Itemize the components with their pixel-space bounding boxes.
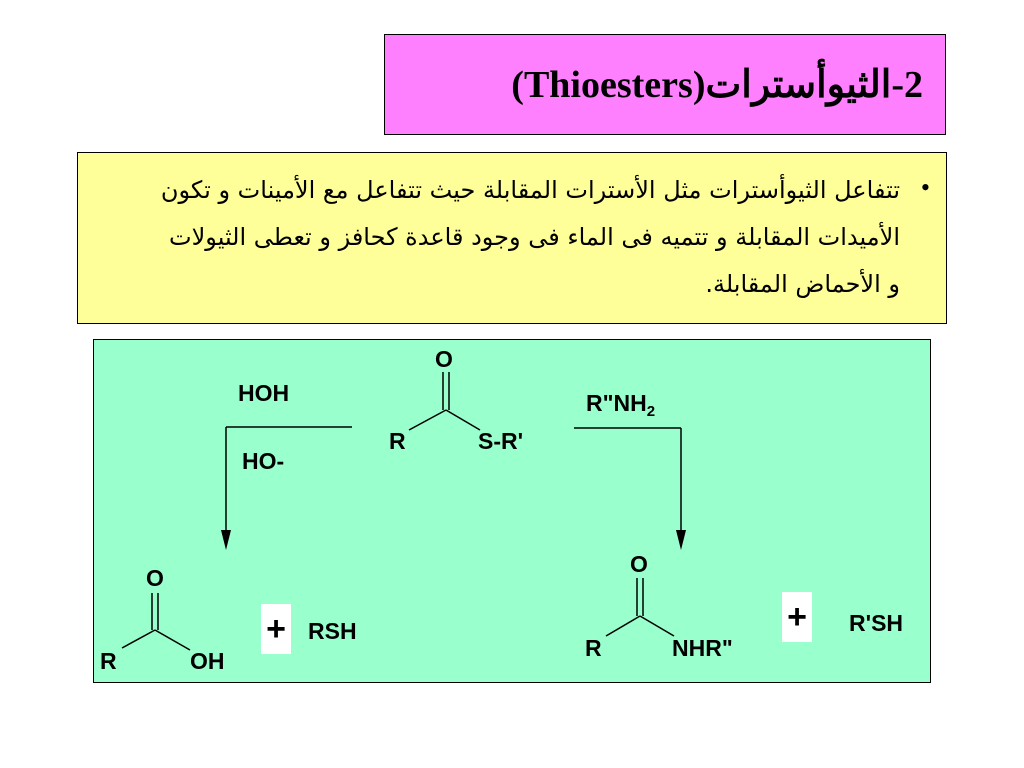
acid-oh-bond	[154, 629, 191, 651]
amide-plus-sign: +	[782, 592, 812, 642]
slide-title: 2-الثيوأسترات(Thioesters)	[511, 64, 923, 106]
amide-r-bond	[605, 615, 641, 637]
reaction-scheme: O R S-R' HOH HO- R"NH2 O R OH + RSH O R …	[93, 339, 931, 683]
reaction-scheme-bonds	[121, 372, 686, 651]
acid-plus-sign: +	[261, 604, 291, 654]
reactant-s-bond	[445, 409, 481, 431]
amide-oxygen-label: O	[630, 551, 648, 577]
acid-oh-label: OH	[190, 648, 225, 674]
bullet-text: تتفاعل الثيوأسترات مثل الأسترات المقابلة…	[160, 176, 900, 298]
hydrolysis-arrow-head	[221, 530, 231, 550]
title-box: 2-الثيوأسترات(Thioesters)	[384, 34, 946, 135]
reactant-r-label: R	[389, 428, 406, 454]
acid-r-label: R	[100, 648, 117, 674]
reactant-sr-label: S-R'	[478, 428, 524, 454]
thiol2-product-label: R'SH	[849, 610, 904, 636]
reactant-oxygen-label: O	[435, 346, 453, 372]
aminolysis-arrow-head	[676, 530, 686, 550]
bullet-icon: •	[920, 173, 930, 202]
hydrolysis-catalyst-label: HO-	[242, 448, 285, 474]
thiol-product-label: RSH	[308, 618, 357, 644]
reactant-r-bond	[408, 409, 447, 431]
amide-r-label: R	[585, 635, 602, 661]
bullet-box: • تتفاعل الثيوأسترات مثل الأسترات المقاب…	[77, 152, 947, 324]
amide-nhr-label: NHR"	[672, 635, 733, 661]
amide-n-bond	[639, 615, 675, 637]
acid-oxygen-label: O	[146, 565, 164, 591]
acid-r-bond	[121, 629, 156, 649]
aminolysis-reagent-label: R"NH2	[586, 390, 656, 420]
hydrolysis-reagent-label: HOH	[238, 380, 290, 406]
